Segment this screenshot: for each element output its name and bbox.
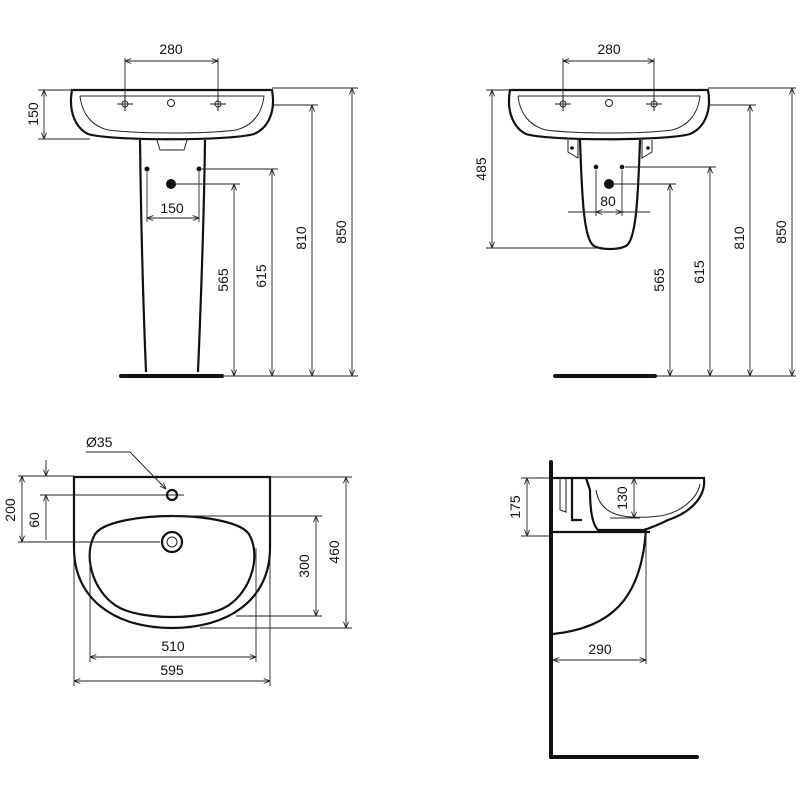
front-view-semi-pedestal: 280 485 80 565 615 810 850 [473, 41, 796, 378]
dim-150-height-label: 150 [25, 102, 41, 126]
dim-280-semi-label: 280 [597, 41, 621, 57]
dim-300-label: 300 [296, 554, 312, 578]
dim-130-label: 130 [614, 486, 630, 510]
dim-80-label: 80 [600, 193, 616, 209]
dim-diameter-label: Ø35 [86, 434, 113, 450]
dim-485-label: 485 [473, 157, 489, 181]
dim-810-semi-label: 810 [731, 226, 747, 250]
dim-175-label: 175 [507, 495, 523, 519]
dim-565-semi-label: 565 [651, 268, 667, 292]
dim-280-label: 280 [159, 41, 183, 57]
dim-850-label: 850 [333, 220, 349, 244]
dim-615-label: 615 [253, 264, 269, 288]
dim-460-label: 460 [326, 540, 342, 564]
dim-595-label: 595 [160, 662, 184, 678]
dim-850-semi-label: 850 [773, 220, 789, 244]
dim-200-label: 200 [2, 498, 18, 522]
dim-615-semi-label: 615 [691, 260, 707, 284]
plan-view: Ø35 200 60 300 460 510 595 [2, 434, 352, 686]
front-view-pedestal: 280 150 150 565 615 810 850 [25, 41, 358, 378]
dim-810-label: 810 [293, 226, 309, 250]
dim-60-label: 60 [26, 512, 42, 528]
dim-565-label: 565 [215, 268, 231, 292]
dim-290-label: 290 [588, 641, 612, 657]
dim-510-label: 510 [161, 638, 185, 654]
dim-150-spacing-label: 150 [160, 200, 184, 216]
side-section-view: 175 130 290 [507, 460, 706, 759]
